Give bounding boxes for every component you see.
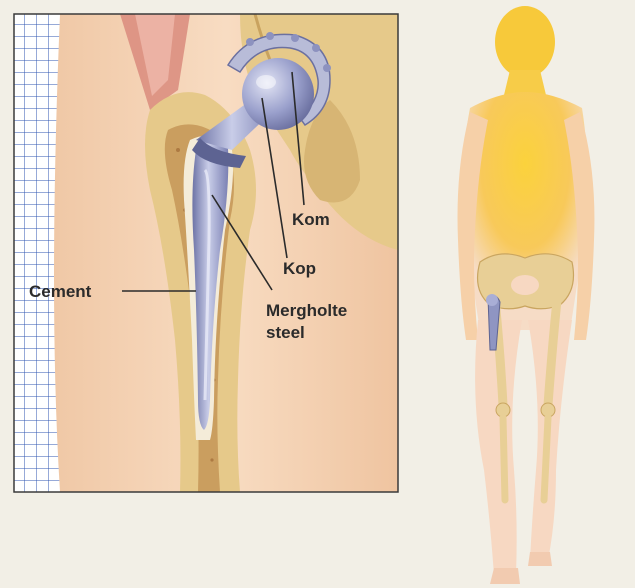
label-kom: Kom xyxy=(292,210,330,230)
label-stem-line2: steel xyxy=(266,323,305,343)
label-kop: Kop xyxy=(283,259,316,279)
label-cement: Cement xyxy=(29,282,91,302)
body-silhouette xyxy=(458,6,595,584)
label-stem-line1: Mergholte xyxy=(266,301,347,321)
hip-cross-section xyxy=(14,14,398,492)
femoral-head xyxy=(242,58,314,130)
